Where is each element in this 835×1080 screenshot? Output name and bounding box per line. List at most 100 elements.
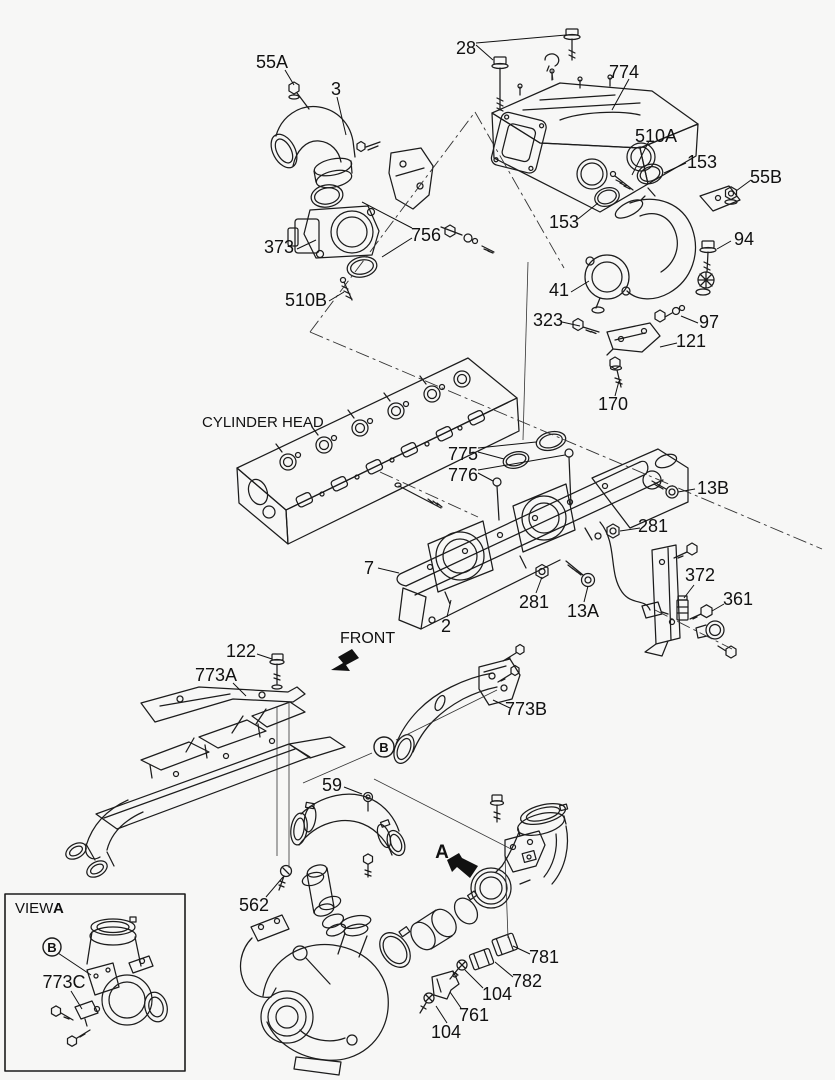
- part-label-372: 372: [685, 565, 715, 585]
- part-label-323: 323: [533, 310, 563, 330]
- part-label-122: 122: [226, 641, 256, 661]
- leader-line: [435, 1005, 448, 1024]
- cylinder-head: [236, 357, 520, 545]
- turbocharger: [239, 914, 389, 1076]
- flange-nut-55a: [288, 81, 300, 100]
- part-label-28: 28: [456, 38, 476, 58]
- leader-line: [343, 786, 363, 795]
- leader-line: [449, 991, 462, 1009]
- leader-lines: [57, 34, 752, 1024]
- leader-line: [464, 969, 484, 989]
- section-lines: [276, 69, 554, 939]
- circled-letters: BB: [42, 736, 395, 957]
- front-direction-arrow: [331, 649, 359, 671]
- bracket-121: [606, 322, 661, 356]
- section-line: [302, 752, 373, 784]
- section-a-letter: A: [435, 842, 449, 863]
- leader-line: [377, 567, 400, 574]
- valve-clusters: [275, 370, 471, 471]
- screw-104-upper: [449, 959, 468, 980]
- leader-line: [631, 140, 650, 176]
- part-label-773B: 773B: [505, 699, 547, 719]
- nut-281-right: [606, 523, 620, 539]
- sensor-97: [654, 304, 686, 323]
- leader-line: [70, 990, 83, 1010]
- throttle-valve-body: [287, 205, 380, 259]
- pipe-773b: [393, 643, 525, 764]
- center-line: [654, 609, 733, 650]
- bracket-756: [356, 140, 495, 254]
- leader-line: [663, 162, 687, 174]
- leader-line: [328, 291, 345, 302]
- leader-line: [284, 69, 295, 86]
- part-label-55B: 55B: [750, 167, 782, 187]
- leader-line: [57, 952, 92, 976]
- part-label-7: 7: [364, 558, 374, 578]
- leader-line: [735, 179, 752, 192]
- leader-line: [611, 78, 630, 111]
- circled-letter-ring: [42, 937, 62, 957]
- leader-line: [232, 682, 247, 697]
- o-rings-153: [594, 163, 664, 208]
- cylinder-head-text: CYLINDER HEAD: [202, 414, 324, 431]
- part-label-104: 104: [431, 1022, 461, 1042]
- manifold-2: [398, 448, 689, 630]
- bolt-13b: [651, 480, 679, 499]
- part-label-104: 104: [482, 984, 512, 1004]
- center-lines: [309, 111, 823, 650]
- leader-line: [361, 201, 413, 229]
- o-rings-775: [502, 430, 567, 470]
- view-a-word: VIEW: [15, 900, 54, 917]
- center-line: [379, 471, 479, 518]
- leader-line: [494, 961, 514, 978]
- part-label-94: 94: [734, 229, 754, 249]
- part-label-97: 97: [699, 312, 719, 332]
- clip-781: [491, 932, 519, 957]
- bracket-773a: [140, 686, 306, 723]
- sensor-773c: [74, 1000, 101, 1027]
- o-ring-lower: [346, 256, 378, 278]
- leader-line: [475, 44, 494, 61]
- part-label-13B: 13B: [697, 478, 729, 498]
- screw-562: [278, 864, 293, 891]
- leader-line: [535, 576, 543, 594]
- part-label-59: 59: [322, 775, 342, 795]
- part-label-373: 373: [264, 237, 294, 257]
- leader-line: [256, 653, 273, 660]
- leader-line: [561, 321, 581, 327]
- intake-ports: [295, 409, 486, 508]
- o-ring-upper: [310, 184, 344, 208]
- screw-104-lower: [419, 992, 435, 1014]
- part-label-782: 782: [512, 971, 542, 991]
- part-label-153: 153: [549, 212, 579, 232]
- center-line: [309, 331, 823, 550]
- part-label-773C: 773C: [42, 972, 85, 992]
- leader-line: [677, 488, 696, 493]
- leader-line: [446, 599, 452, 618]
- intercooler-hose-59: [290, 791, 406, 937]
- intake-elbow-pipe: [270, 92, 356, 189]
- part-label-281: 281: [519, 592, 549, 612]
- part-label-170: 170: [598, 394, 628, 414]
- bolt-170: [609, 356, 623, 388]
- part-label-361: 361: [723, 589, 753, 609]
- bolt-323: [572, 317, 600, 335]
- leader-line: [492, 699, 511, 709]
- section-a-arrow: [447, 853, 478, 878]
- section-line: [551, 69, 554, 81]
- part-label-3: 3: [331, 79, 341, 99]
- front-text: FRONT: [340, 630, 395, 647]
- stud-510b: [339, 276, 353, 301]
- part-label-774: 774: [609, 62, 639, 82]
- leader-line: [577, 202, 599, 220]
- part-label-281: 281: [638, 516, 668, 536]
- leader-line: [336, 96, 347, 136]
- part-label-773A: 773A: [195, 665, 237, 685]
- bolt-28-left: [491, 56, 509, 112]
- bolt-122: [269, 653, 285, 690]
- leader-line: [614, 380, 620, 397]
- leader-line: [680, 315, 699, 324]
